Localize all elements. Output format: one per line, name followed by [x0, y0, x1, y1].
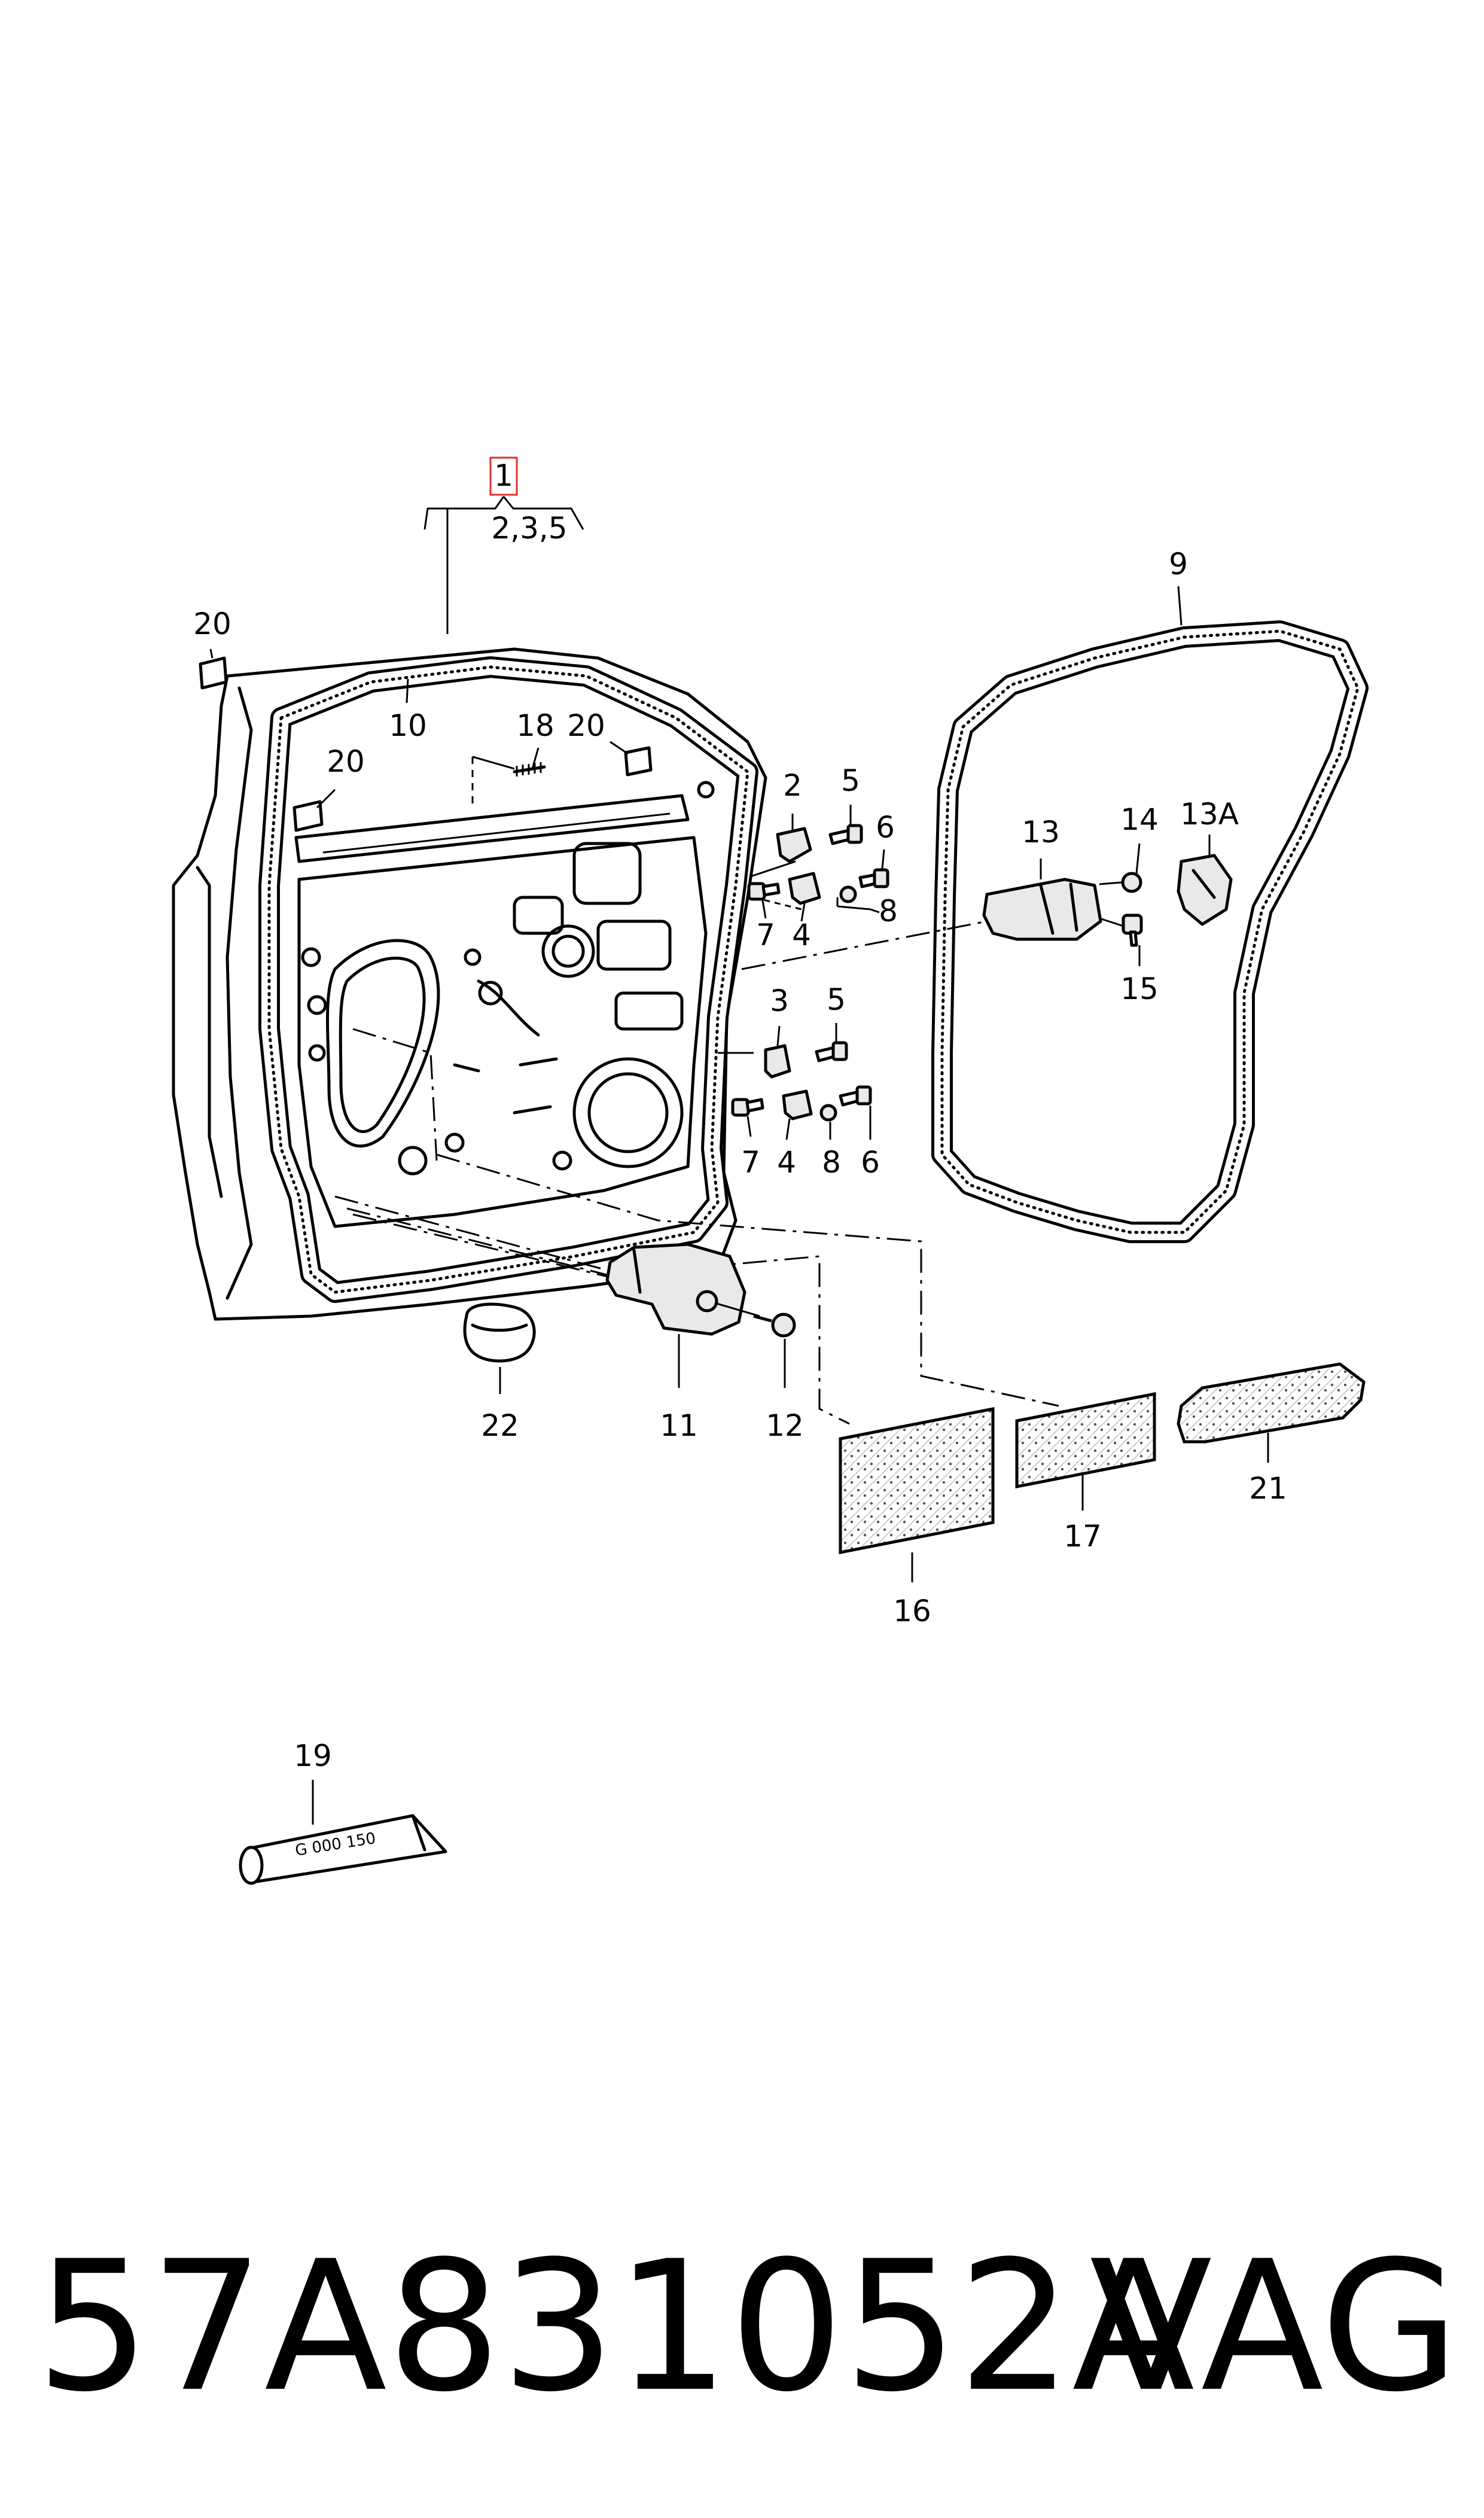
insulation-pad-17[interactable]: [1015, 1392, 1156, 1489]
callout-8-lower[interactable]: 8: [822, 1145, 841, 1180]
screw-12[interactable]: [714, 1302, 796, 1338]
callout-6-upper[interactable]: 6: [876, 810, 895, 845]
callout-1[interactable]: 1: [494, 458, 513, 493]
callout-20-standalone[interactable]: 20: [193, 607, 231, 641]
bolt-7-upper[interactable]: [747, 882, 781, 901]
hinge-part-2[interactable]: [776, 827, 812, 863]
upper-hinge-group: 2 5 6 7 4 8: [747, 763, 898, 952]
callout-3[interactable]: 3: [770, 984, 789, 1018]
callout-7-lower[interactable]: 7: [741, 1145, 760, 1180]
hinge-part-4-upper[interactable]: [788, 872, 821, 905]
callout-16[interactable]: 16: [893, 1594, 931, 1628]
callout-5-lower[interactable]: 5: [827, 982, 846, 1017]
footer-brand: VAG: [1089, 2222, 1459, 2431]
callout-19[interactable]: 19: [294, 1738, 332, 1773]
callout-4-lower[interactable]: 4: [777, 1145, 796, 1180]
clip-20-center[interactable]: [624, 746, 653, 777]
washer-8-lower[interactable]: [819, 1104, 837, 1122]
callout-12[interactable]: 12: [766, 1408, 804, 1443]
callout-1-highlight-box[interactable]: [489, 456, 518, 496]
hinge-part-3[interactable]: [764, 1044, 791, 1079]
footer-part-number: 57A831052A: [36, 2222, 1195, 2431]
callout-7-upper[interactable]: 7: [756, 918, 775, 952]
bolt-6-upper[interactable]: [858, 868, 889, 888]
callout-21[interactable]: 21: [1249, 1471, 1287, 1506]
callout-20-center[interactable]: 20: [567, 708, 605, 743]
clip-20-standalone[interactable]: [199, 656, 228, 690]
callout-8-upper[interactable]: 8: [879, 894, 898, 928]
door-frame[interactable]: [172, 647, 767, 1321]
bolt-14[interactable]: [1099, 872, 1142, 893]
bolt-7-lower[interactable]: [731, 1098, 764, 1117]
hinge-part-4-lower[interactable]: [782, 1089, 813, 1121]
callout-17[interactable]: 17: [1064, 1519, 1102, 1554]
spring-18[interactable]: [471, 756, 546, 808]
callout-5-upper[interactable]: 5: [841, 763, 860, 798]
callout-14[interactable]: 14: [1120, 802, 1159, 837]
door-check-group: 13 14 15 13A: [741, 797, 1239, 1006]
lower-hinge-group: 3 5 7 4 8 6: [718, 982, 880, 1180]
callout-6-lower[interactable]: 6: [861, 1145, 880, 1180]
footer: 57A831052A VAG: [36, 2213, 1459, 2441]
callout-18[interactable]: 18: [516, 708, 554, 743]
callout-9[interactable]: 9: [1169, 547, 1188, 581]
callout-2-3-5[interactable]: 2,3,5: [491, 511, 567, 546]
bolt-5-lower[interactable]: [815, 1041, 848, 1062]
callout-20-left[interactable]: 20: [327, 744, 365, 779]
callout-4-upper[interactable]: 4: [792, 918, 811, 952]
sealant-tube-19[interactable]: G 000 150: [239, 1814, 447, 1885]
insulation-pad-21[interactable]: [1177, 1362, 1366, 1444]
callout-1-bracket: 1 2,3,5: [423, 456, 584, 634]
bolt-5-upper[interactable]: [828, 824, 863, 845]
callout-10[interactable]: 10: [389, 708, 427, 743]
callout-22[interactable]: 22: [481, 1408, 519, 1443]
bracket-11[interactable]: [605, 1243, 746, 1336]
bolt-6-lower[interactable]: [839, 1085, 872, 1107]
callout-2[interactable]: 2: [783, 768, 802, 803]
washer-8-upper[interactable]: [839, 885, 857, 903]
callout-11[interactable]: 11: [660, 1408, 698, 1443]
bolt-15[interactable]: [1099, 914, 1143, 947]
callout-13A[interactable]: 13A: [1180, 797, 1239, 832]
clip-20-left[interactable]: [292, 800, 324, 832]
callout-15[interactable]: 15: [1120, 972, 1159, 1006]
door-seal-9[interactable]: [931, 620, 1369, 1243]
grommet-22[interactable]: [463, 1302, 536, 1363]
insulation-pad-16[interactable]: [839, 1406, 995, 1555]
stop-13A[interactable]: [1177, 854, 1233, 926]
callout-13[interactable]: 13: [1022, 815, 1060, 850]
